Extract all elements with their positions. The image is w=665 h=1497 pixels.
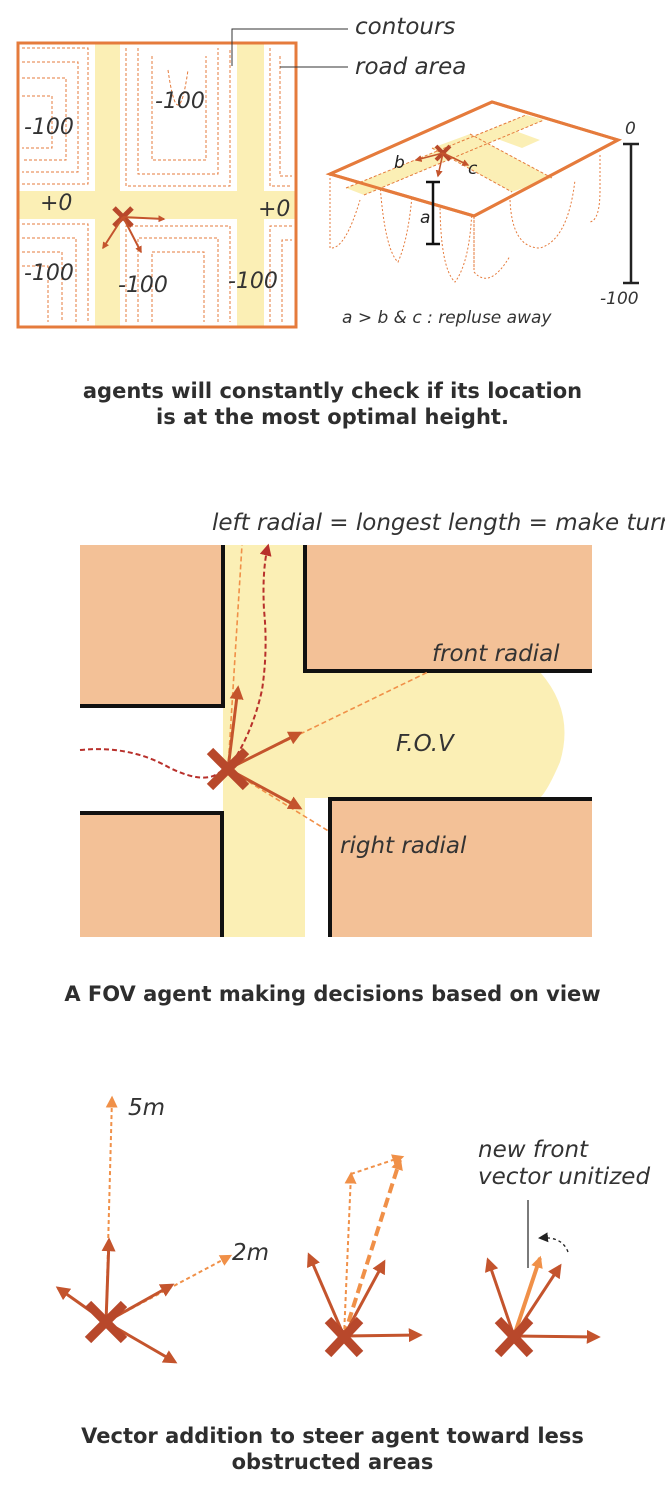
rotation-arrow — [538, 1232, 569, 1253]
building-walls — [80, 545, 592, 937]
fov-agent-marker — [206, 747, 250, 791]
new-front-label: vector unitized — [478, 1164, 650, 1190]
fov-panel: left radial = longest length = make turn… — [79, 510, 665, 937]
height-scale-bar — [623, 142, 639, 285]
repulse-formula: a > b & c : repluse away — [342, 308, 552, 328]
caption-line: agents will constantly check if its loca… — [82, 379, 583, 403]
agent-marker — [324, 1316, 364, 1358]
vector-addition-panel: 5m 2m — [55, 1095, 650, 1364]
agent-marker — [84, 1300, 128, 1344]
caption-fov: A FOV agent making decisions based on vi… — [0, 981, 665, 1007]
unitized-front-vector — [512, 1255, 543, 1337]
city-block — [305, 545, 592, 672]
iso-agent-vectors — [414, 152, 470, 178]
caption-line: obstructed areas — [231, 1450, 434, 1474]
road-area — [18, 43, 296, 327]
scale-top-label: 0 — [625, 119, 636, 139]
height-map-panel: -100 -100 +0 +0 -100 -100 -100 contours … — [16, 14, 639, 329]
city-block — [330, 798, 592, 937]
plan-view-border — [16, 41, 298, 329]
fov-area — [223, 672, 565, 798]
height-label: -100 — [24, 115, 74, 140]
city-block — [80, 545, 223, 706]
caption-line: is at the most optimal height. — [156, 405, 509, 429]
caption-height-map: agents will constantly check if its loca… — [0, 378, 665, 430]
caption-line: Vector addition to steer agent toward le… — [81, 1424, 584, 1448]
contour-lines — [22, 47, 292, 322]
vector-b-label: b — [394, 153, 405, 173]
vector-5m-label: 5m — [128, 1095, 165, 1121]
caption-line: A FOV agent making decisions based on vi… — [64, 982, 601, 1006]
turn-path — [227, 543, 272, 770]
city-block — [80, 813, 223, 937]
agent-vectors — [102, 215, 166, 254]
isometric-terrain — [325, 100, 622, 283]
fov-label: F.O.V — [396, 731, 456, 757]
height-label: -100 — [155, 89, 205, 114]
vector-diagram-2 — [307, 1154, 423, 1358]
agent-path — [79, 748, 221, 779]
height-difference-bar — [426, 180, 440, 246]
front-radial-label: front radial — [432, 641, 560, 667]
vector-2m-label: 2m — [232, 1240, 269, 1266]
agent-marker — [494, 1316, 534, 1358]
caption-vector-addition: Vector addition to steer agent toward le… — [0, 1423, 665, 1475]
height-label: -100 — [118, 273, 168, 298]
left-radial-label: left radial = longest length = make turn — [212, 510, 665, 536]
road-area-label: road area — [355, 54, 466, 80]
height-label: +0 — [258, 197, 290, 222]
new-front-label: new front — [478, 1137, 589, 1163]
height-a-label: a — [420, 208, 430, 228]
height-label: -100 — [228, 269, 278, 294]
vector-diagram-1 — [55, 1095, 233, 1364]
callout-lines — [231, 28, 348, 68]
right-radial-label: right radial — [340, 833, 467, 859]
contours-label: contours — [355, 14, 455, 40]
scale-bottom-label: -100 — [600, 289, 639, 309]
vector-c-label: c — [468, 159, 478, 179]
height-label: +0 — [40, 191, 72, 216]
height-label: -100 — [24, 261, 74, 286]
vector-diagram-3 — [485, 1200, 601, 1358]
